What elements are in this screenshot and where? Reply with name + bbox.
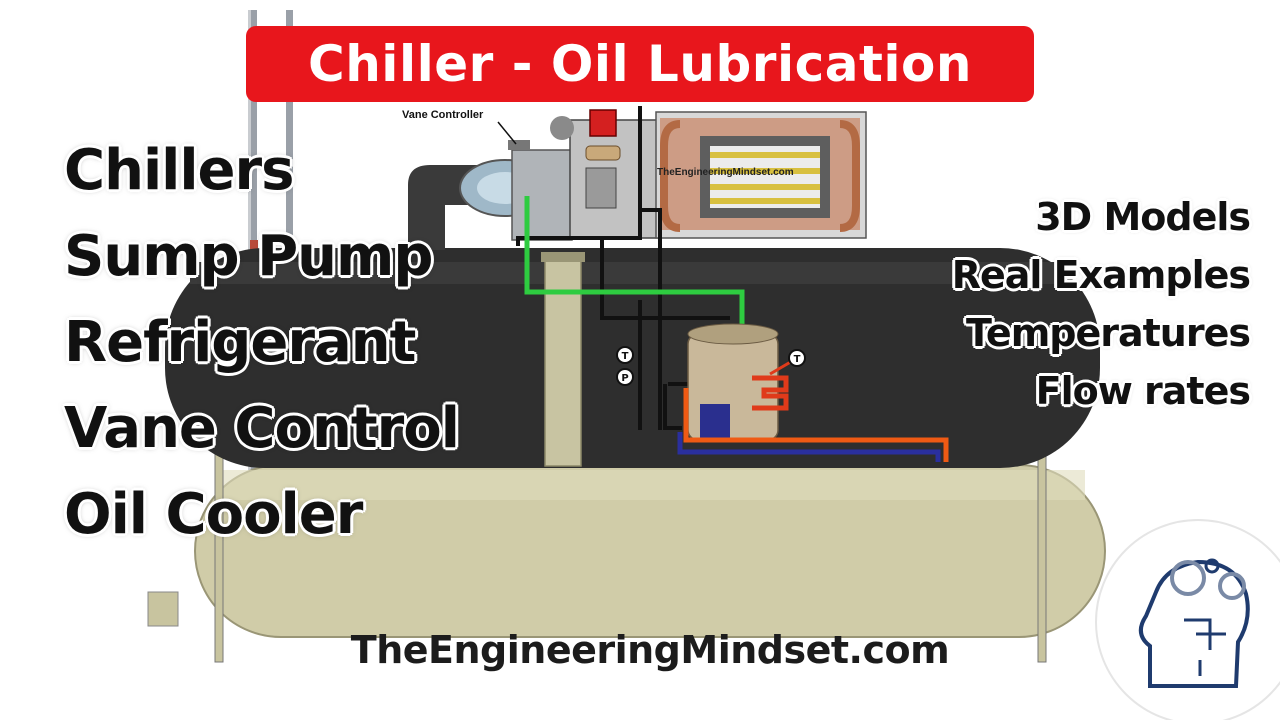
oil-return-lines (516, 106, 730, 430)
topic-item: Vane Control (64, 396, 460, 461)
pressure-sensor-icon (616, 368, 634, 386)
feature-list: 3D Models Real Examples Temperatures Flo… (951, 188, 1251, 420)
feature-item: Temperatures (966, 311, 1251, 355)
refrigerant-cold-line (677, 432, 941, 462)
topic-item: Refrigerant (64, 310, 416, 375)
vane-controller-label: Vane Controller (402, 109, 484, 121)
pressure-symbol: P (621, 373, 628, 384)
website-text: TheEngineeringMindset.com (350, 628, 950, 672)
oil-sump (687, 323, 795, 441)
suction-column (541, 252, 585, 467)
oil-supply-line (524, 196, 745, 324)
title-banner: Chiller - Oil Lubrication (246, 26, 1034, 102)
topic-item: Oil Cooler (64, 482, 363, 547)
vane-controller-pointer (497, 121, 517, 145)
topic-list: Chillers Sump Pump Refrigerant Vane Cont… (64, 128, 460, 558)
compressor-inlet (459, 140, 573, 241)
feature-item: Real Examples (951, 253, 1251, 297)
motor (655, 111, 867, 239)
topic-item: Chillers (64, 138, 294, 203)
oil-temperature-symbol: T (794, 354, 801, 365)
temperature-sensor-icon (616, 346, 634, 364)
page-title: Chiller - Oil Lubrication (308, 35, 972, 93)
condenser-vessel (147, 291, 1106, 663)
oil-temperature-sensor-icon (788, 349, 806, 367)
refrigerant-hot-line (683, 388, 949, 462)
temperature-symbol: T (622, 351, 629, 362)
logo-icon (1095, 519, 1280, 720)
watermark-text: TheEngineeringMindset.com (657, 167, 794, 178)
feature-item: 3D Models (1035, 195, 1251, 239)
topic-item: Sump Pump (64, 224, 433, 289)
feature-item: Flow rates (1035, 369, 1251, 413)
